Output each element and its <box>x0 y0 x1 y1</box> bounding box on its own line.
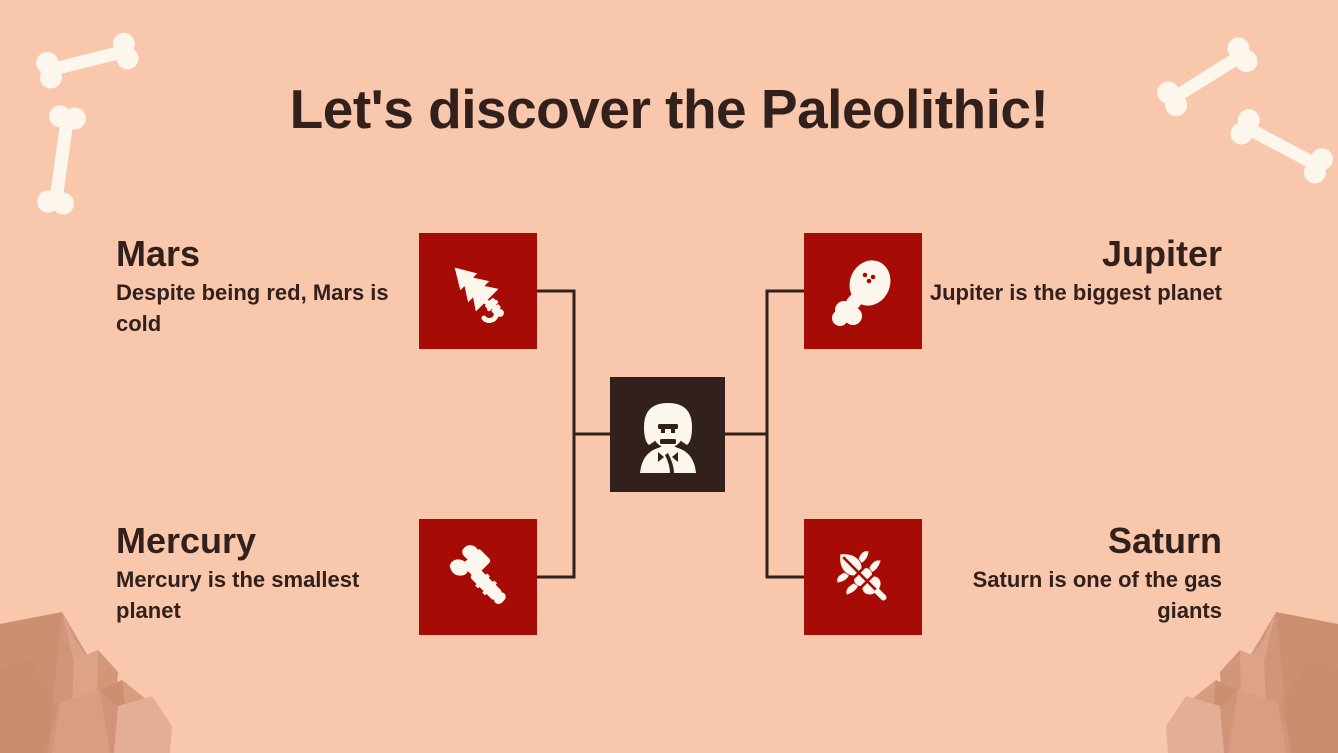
connector-jupiter <box>725 289 804 436</box>
node-text-mercury: Mercury Mercury is the smallest planet <box>116 520 416 626</box>
node-heading-mercury: Mercury <box>116 520 257 561</box>
node-text-mars: Mars Despite being red, Mars is cold <box>116 233 416 339</box>
node-description-mercury: Mercury is the smallest planet <box>116 567 360 623</box>
rocks-bottom-right <box>1098 608 1338 753</box>
node-description-mars: Despite being red, Mars is cold <box>116 280 389 336</box>
page-title: Let's discover the Paleolithic! <box>289 78 1049 140</box>
node-text-saturn: Saturn Saturn is one of the gas giants <box>922 520 1222 626</box>
connector-mercury <box>537 434 576 579</box>
rocks-bottom-left <box>0 608 240 753</box>
node-tile-mercury[interactable] <box>419 519 537 635</box>
node-tile-jupiter[interactable] <box>804 233 922 349</box>
node-heading-saturn: Saturn <box>1107 520 1222 561</box>
node-heading-mars: Mars <box>116 233 201 274</box>
node-tile-saturn[interactable] <box>804 519 922 635</box>
connector-saturn <box>765 434 804 579</box>
node-description-jupiter: Jupiter is the biggest planet <box>929 280 1222 306</box>
drumstick-icon <box>827 255 899 327</box>
spear-arrowhead-icon <box>441 254 515 328</box>
node-heading-jupiter: Jupiter <box>1101 233 1222 274</box>
wheat-stalk-icon <box>827 541 899 613</box>
connector-mars <box>537 289 610 436</box>
node-tile-mars[interactable] <box>419 233 537 349</box>
caveman-icon <box>630 397 706 473</box>
node-text-jupiter: Jupiter Jupiter is the biggest planet <box>922 233 1222 309</box>
stone-axe-icon <box>442 541 514 613</box>
node-description-saturn: Saturn is one of the gas giants <box>972 567 1222 623</box>
center-tile[interactable] <box>610 377 725 492</box>
